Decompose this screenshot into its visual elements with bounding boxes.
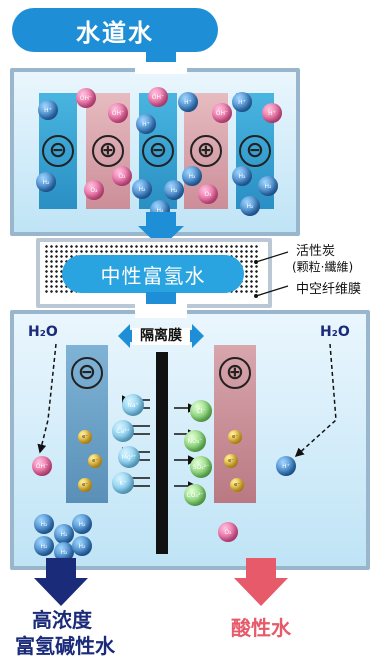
molecule: O₂ bbox=[84, 180, 104, 200]
molecule: H₂ bbox=[36, 172, 56, 192]
activated-carbon-label: 活性炭 bbox=[296, 244, 336, 259]
molecule: H⁺ bbox=[232, 92, 252, 112]
molecule: OH⁻ bbox=[108, 103, 128, 123]
anion-cl: Cl⁻ bbox=[190, 400, 212, 422]
oxygen-molecule: O₂ bbox=[218, 522, 238, 542]
membrane-label: 隔离膜 bbox=[132, 328, 190, 345]
molecule: H₂ bbox=[232, 166, 252, 186]
molecule: O₂ bbox=[198, 184, 218, 204]
electron: e⁻ bbox=[78, 430, 92, 444]
anode-electrode: ⊕ bbox=[214, 345, 256, 503]
electron: e⁻ bbox=[88, 454, 102, 468]
hydrogen-ion: H⁺ bbox=[276, 456, 296, 476]
electrode-negative-2: ⊖ bbox=[139, 93, 177, 209]
chamber-inlet bbox=[135, 62, 187, 74]
molecule: OH⁻ bbox=[148, 87, 168, 107]
electron: e⁻ bbox=[230, 478, 244, 492]
molecule: H₂ bbox=[182, 166, 202, 186]
molecule: H₂ bbox=[258, 176, 278, 196]
cation-ca: Ca²⁺ bbox=[112, 420, 134, 442]
cation-na: Na⁺ bbox=[122, 394, 144, 416]
tap-water-label: 水道水 bbox=[76, 18, 154, 47]
electron: e⁻ bbox=[228, 430, 242, 444]
hydroxide-ion: OH⁻ bbox=[32, 456, 52, 476]
down-arrow-icon bbox=[138, 212, 184, 248]
molecule: H⁺ bbox=[262, 103, 282, 123]
minus-icon: ⊖ bbox=[239, 135, 271, 167]
separation-membrane bbox=[156, 352, 168, 554]
molecule: H⁺ bbox=[38, 100, 58, 120]
molecule: H₂ bbox=[240, 196, 260, 216]
hydrogen-molecule: H₂ bbox=[34, 514, 54, 534]
alkaline-output-arrow-icon bbox=[34, 558, 88, 606]
activated-carbon-detail-label: (颗粒·纖維) bbox=[292, 260, 354, 274]
h2o-right-label: H₂O bbox=[320, 324, 350, 340]
neutral-hydrogen-water-label: 中性富氢水 bbox=[100, 263, 206, 288]
molecule: H₂ bbox=[132, 179, 152, 199]
anion-co3: CO₃²⁻ bbox=[184, 484, 206, 506]
chamber-inlet bbox=[135, 304, 187, 318]
plus-icon: ⊕ bbox=[219, 357, 251, 389]
acidic-output-arrow-icon bbox=[234, 558, 288, 606]
hollow-fiber-membrane-label: 中空纤维膜 bbox=[296, 282, 362, 297]
hydrogen-molecule: H₂ bbox=[72, 514, 92, 534]
molecule: O₂ bbox=[112, 166, 132, 186]
hydrogen-molecule: H₂ bbox=[54, 542, 74, 562]
cathode-electrode: ⊖ bbox=[66, 345, 108, 503]
molecule: H₂ bbox=[164, 180, 184, 200]
hydrogen-molecule: H₂ bbox=[72, 536, 92, 556]
hydrogen-molecule: H₂ bbox=[34, 536, 54, 556]
neutral-hydrogen-water-pill: 中性富氢水 bbox=[62, 255, 244, 293]
molecule: OH⁻ bbox=[76, 88, 96, 108]
tap-water-label-pill: 水道水 bbox=[12, 8, 218, 52]
molecule: OH⁻ bbox=[212, 103, 232, 123]
minus-icon: ⊖ bbox=[71, 357, 103, 389]
electron: e⁻ bbox=[224, 454, 238, 468]
molecule: H⁺ bbox=[178, 92, 198, 112]
plus-icon: ⊕ bbox=[190, 135, 222, 167]
h2o-left-label: H₂O bbox=[28, 324, 58, 340]
cation-mg: Mg²⁺ bbox=[118, 446, 140, 468]
anion-no3: NO₃⁻ bbox=[184, 430, 206, 452]
anion-so4: SO₄²⁻ bbox=[190, 456, 212, 478]
alkaline-water-label-line1: 高浓度 bbox=[32, 608, 92, 632]
plus-icon: ⊕ bbox=[92, 135, 124, 167]
minus-icon: ⊖ bbox=[142, 135, 174, 167]
hydrogen-molecule: H₂ bbox=[54, 524, 74, 544]
cation-k: K⁺ bbox=[112, 472, 134, 494]
molecule: H⁺ bbox=[136, 114, 156, 134]
acidic-water-label: 酸性水 bbox=[231, 616, 291, 640]
alkaline-water-label-line2: 富氢碱性水 bbox=[15, 634, 115, 658]
electron: e⁻ bbox=[78, 478, 92, 492]
minus-icon: ⊖ bbox=[42, 135, 74, 167]
